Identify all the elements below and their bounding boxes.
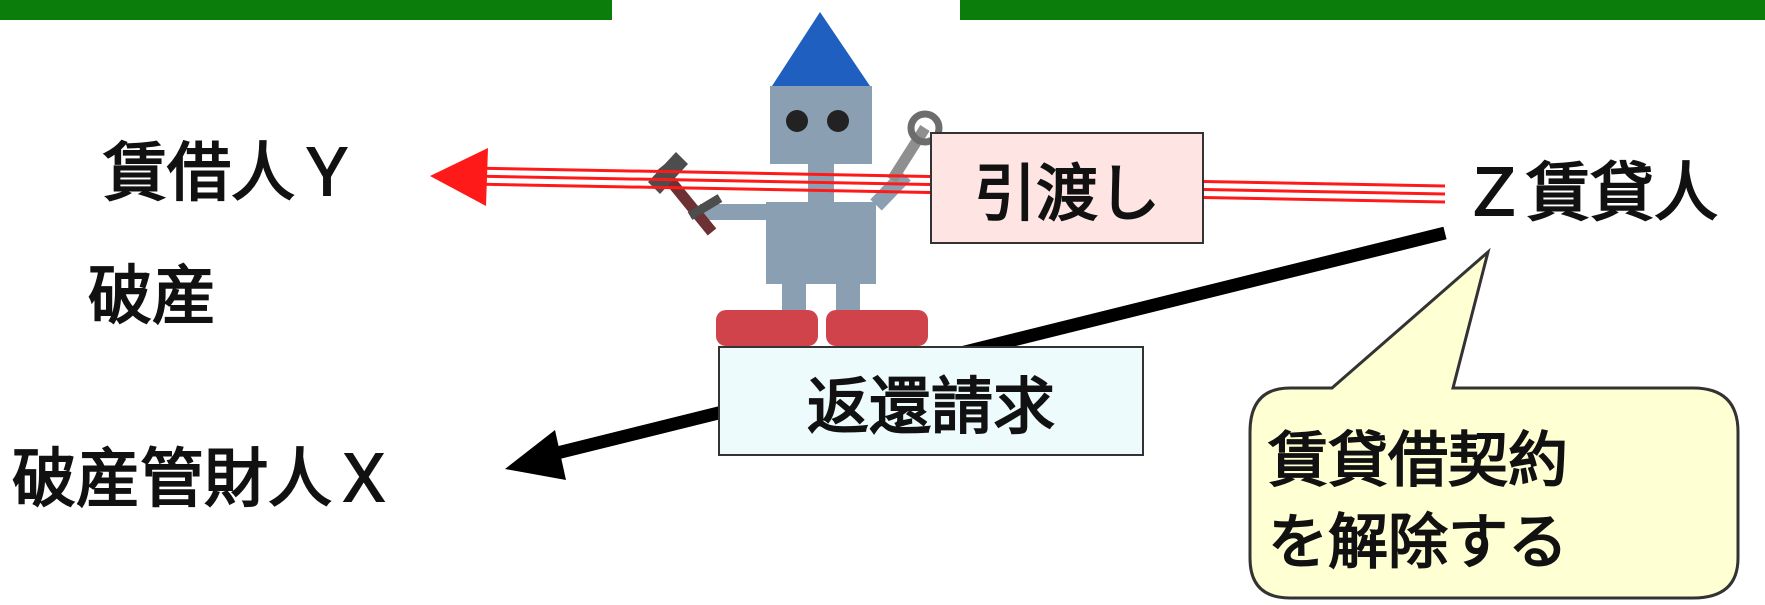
robot-hat bbox=[772, 12, 870, 86]
return-arrowhead bbox=[505, 430, 566, 480]
robot-arm-right bbox=[870, 169, 911, 211]
callout-line-2: を解除する bbox=[1268, 508, 1568, 578]
return-claim-box: 返還請求 bbox=[718, 346, 1144, 456]
callout-text: 賃貸借契約 を解除する bbox=[1268, 420, 1728, 584]
return-claim-label: 返還請求 bbox=[806, 370, 1055, 443]
header-bar-left bbox=[0, 0, 612, 20]
robot-eye-right bbox=[827, 110, 849, 132]
lessor-label: Ｚ賃貸人 bbox=[1462, 157, 1718, 231]
bankrupt-label: 破産 bbox=[88, 260, 216, 334]
robot-leg-left bbox=[782, 284, 806, 314]
robot-foot-right bbox=[826, 310, 928, 346]
handover-label: 引渡し bbox=[973, 157, 1160, 230]
handover-arrowhead bbox=[430, 148, 488, 206]
robot-body bbox=[766, 202, 876, 284]
robot-head bbox=[770, 86, 872, 164]
header-bar-right bbox=[960, 0, 1765, 20]
hammer-icon bbox=[648, 152, 723, 236]
trustee-label: 破産管財人Ｘ bbox=[12, 443, 396, 517]
handover-box: 引渡し bbox=[930, 132, 1204, 244]
callout-bubble bbox=[1248, 247, 1740, 600]
robot-foot-left bbox=[716, 310, 818, 346]
lessee-label: 賃借人Ｙ bbox=[103, 137, 359, 211]
return-arrow bbox=[505, 226, 1447, 480]
callout-line-1: 賃貸借契約 bbox=[1268, 426, 1568, 496]
robot-leg-right bbox=[836, 284, 860, 314]
wrench-icon bbox=[887, 110, 943, 183]
robot-eye-left bbox=[786, 110, 808, 132]
